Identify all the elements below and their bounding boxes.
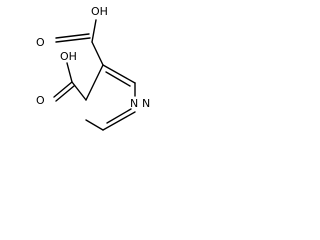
structure-canvas: OH O N N OH O: [0, 0, 166, 155]
label-o-bottom: O: [36, 94, 45, 107]
bottom-carbonyl-bond: [53, 81, 73, 98]
top-hydroxyl-bond: [91, 19, 97, 43]
ring-bond-c3-c4: [85, 119, 104, 131]
ring-bond-c5-c6: [102, 64, 136, 84]
ring-bond-c4-c5: [85, 64, 104, 101]
pyridazine-dicarboxylic-acid-structure: OH O N N OH O: [36, 5, 150, 131]
top-carbonyl-bond-double: [55, 33, 90, 39]
bottom-carboxyl-bond: [71, 81, 87, 101]
ring-double-bond-inner-2: [106, 108, 132, 124]
label-o-top: O: [36, 36, 45, 49]
label-oh-top: OH: [91, 5, 108, 18]
label-oh-bottom: OH: [60, 50, 77, 63]
top-carboxyl-bond: [91, 41, 104, 66]
label-n-lower: N: [142, 97, 150, 110]
bottom-hydroxyl-bond: [66, 62, 73, 83]
bottom-carbonyl-bond-double: [55, 85, 75, 102]
top-carbonyl-bond: [55, 37, 91, 43]
label-n-upper: N: [130, 97, 138, 110]
ring-double-bond-inner-1: [105, 71, 131, 87]
ring-bond-n2-c3: [102, 111, 136, 131]
